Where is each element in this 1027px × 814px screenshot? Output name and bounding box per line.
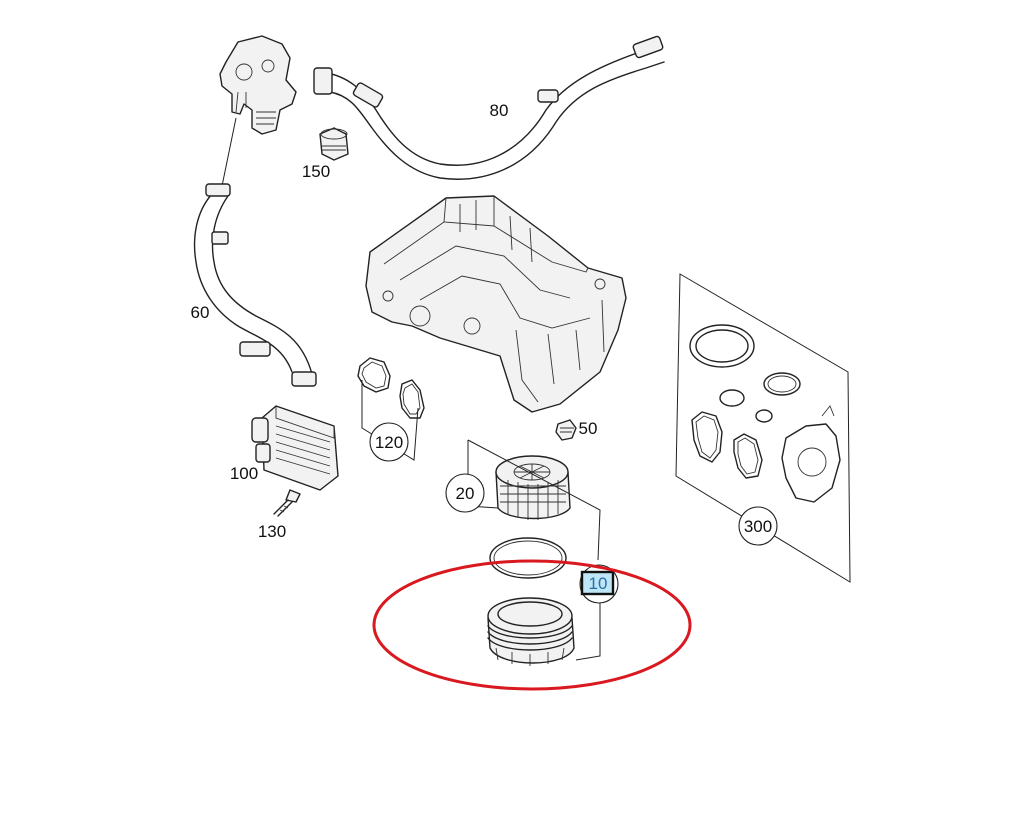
oil-cooler-100-part[interactable] [251,405,339,491]
highlight-marker [580,570,615,596]
part-label-300: 300 [744,517,772,536]
part-label-10: 10 [589,574,608,593]
part-label-130: 130 [258,522,286,541]
drain-plug-50-part[interactable] [555,419,577,441]
hose-60-part[interactable] [193,183,317,387]
connector-150-part[interactable] [319,127,349,161]
highlight-ellipse [372,559,692,691]
hose-80-part[interactable] [313,35,665,180]
part-label-120: 120 [375,433,403,452]
part-label-20: 20 [456,484,475,503]
gasket-kit-300-part[interactable] [675,273,851,583]
part-label-50: 50 [579,419,598,438]
part-label-100: 100 [230,464,258,483]
thermostat-housing-part[interactable] [219,35,297,135]
oil-filter-cap-10-part[interactable] [487,597,575,666]
part-label-150: 150 [302,162,330,181]
part-label-80: 80 [490,101,509,120]
oil-pan-part[interactable] [365,195,627,413]
part-label-60: 60 [191,303,210,322]
filter-o-ring-part[interactable] [489,537,567,579]
bolt-130-part[interactable] [273,489,301,517]
